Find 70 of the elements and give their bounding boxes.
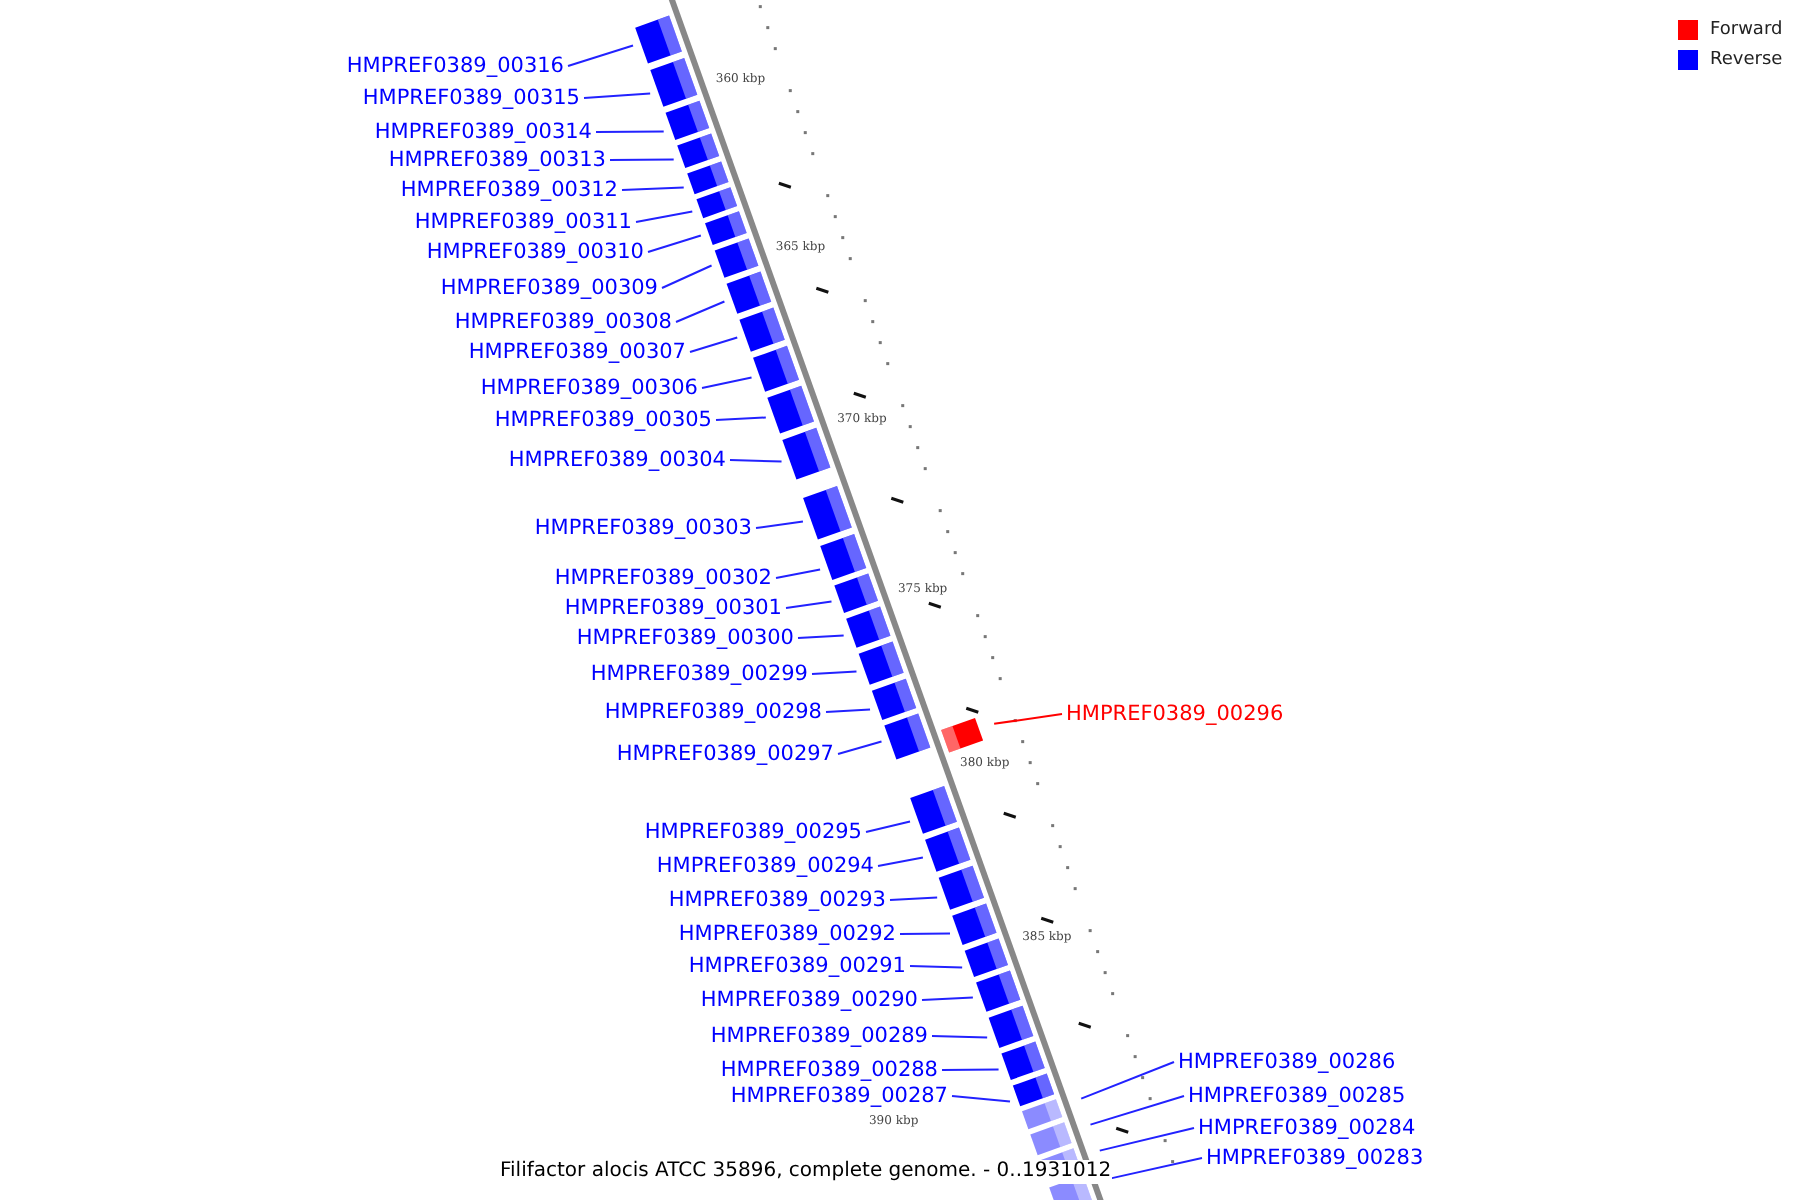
gene-label: HMPREF0389_00294 [656,854,874,878]
leader-line [1098,1127,1195,1152]
leader-line [941,1068,1000,1071]
gene-label: HMPREF0389_00301 [564,596,782,620]
legend-label: Reverse [1710,50,1783,72]
gene-label: HMPREF0389_00314 [374,120,592,144]
gene-label: HMPREF0389_00305 [494,408,712,432]
leader-line [635,210,694,223]
gene-label: HMPREF0389_00297 [616,742,834,766]
legend-label: Forward [1710,20,1783,42]
gene-label: HMPREF0389_00308 [454,310,672,334]
leader-line [675,300,726,323]
leader-line [1108,1157,1203,1180]
gene-label: HMPREF0389_00316 [346,54,564,78]
leader-line [729,459,783,463]
gene-label: HMPREF0389_00315 [362,86,580,110]
gene-label: HMPREF0389_00288 [720,1058,938,1082]
leader-line [609,158,675,161]
gene-label: HMPREF0389_00307 [468,340,686,364]
leader-line [647,234,702,253]
gene-label: HMPREF0389_00293 [668,888,886,912]
gene-label: HMPREF0389_00313 [388,148,606,172]
leader-line [661,264,713,289]
leader-line [909,965,964,969]
leader-line [797,634,845,639]
leader-line [951,1095,1011,1103]
gene-label: HMPREF0389_00312 [400,178,618,202]
leader-line [865,820,912,833]
leader-line [1080,1061,1175,1100]
leader-line [775,568,822,579]
leader-line [993,713,1063,725]
gene-label: HMPREF0389_00309 [440,276,658,300]
leader-line [1089,1095,1185,1126]
leader-line [921,996,974,1001]
gene-label: HMPREF0389_00285 [1188,1084,1406,1108]
gene-label: HMPREF0389_00290 [700,988,918,1012]
gene-label: HMPREF0389_00291 [688,954,906,978]
leader-line [877,856,924,867]
gene-label: HMPREF0389_00298 [604,700,822,724]
gene-label: HMPREF0389_00295 [644,820,862,844]
leader-line [689,336,739,353]
gene-label: HMPREF0389_00310 [426,240,644,264]
leader-line [567,44,634,67]
leader-line [701,376,753,389]
leader-line [825,708,872,713]
gene-label: HMPREF0389_00302 [554,566,772,590]
gene-label: HMPREF0389_00296 [1066,702,1284,726]
leader-line [899,932,952,935]
gene-label: HMPREF0389_00306 [480,376,698,400]
leader-line [621,186,685,191]
leader-line [811,670,858,675]
gene-label: HMPREF0389_00304 [508,448,726,472]
gene-label: HMPREF0389_00284 [1198,1116,1416,1140]
gene-label: HMPREF0389_00311 [414,210,632,234]
gene-label: HMPREF0389_00299 [590,662,808,686]
leader-line [931,1035,989,1039]
gene-label: HMPREF0389_00300 [576,626,794,650]
leader-line [755,520,804,529]
leader-line [583,92,652,99]
gene-label: HMPREF0389_00303 [534,516,752,540]
gene-label: HMPREF0389_00289 [710,1024,928,1048]
gene-label: HMPREF0389_00287 [730,1084,948,1108]
leader-line [837,740,883,755]
leader-line [715,416,767,421]
leader-line [595,130,665,133]
leader-line [785,600,833,609]
gene-label: HMPREF0389_00283 [1206,1146,1424,1170]
gene-label: HMPREF0389_00292 [678,922,896,946]
gene-label: HMPREF0389_00286 [1178,1050,1396,1074]
leader-line [889,896,939,901]
